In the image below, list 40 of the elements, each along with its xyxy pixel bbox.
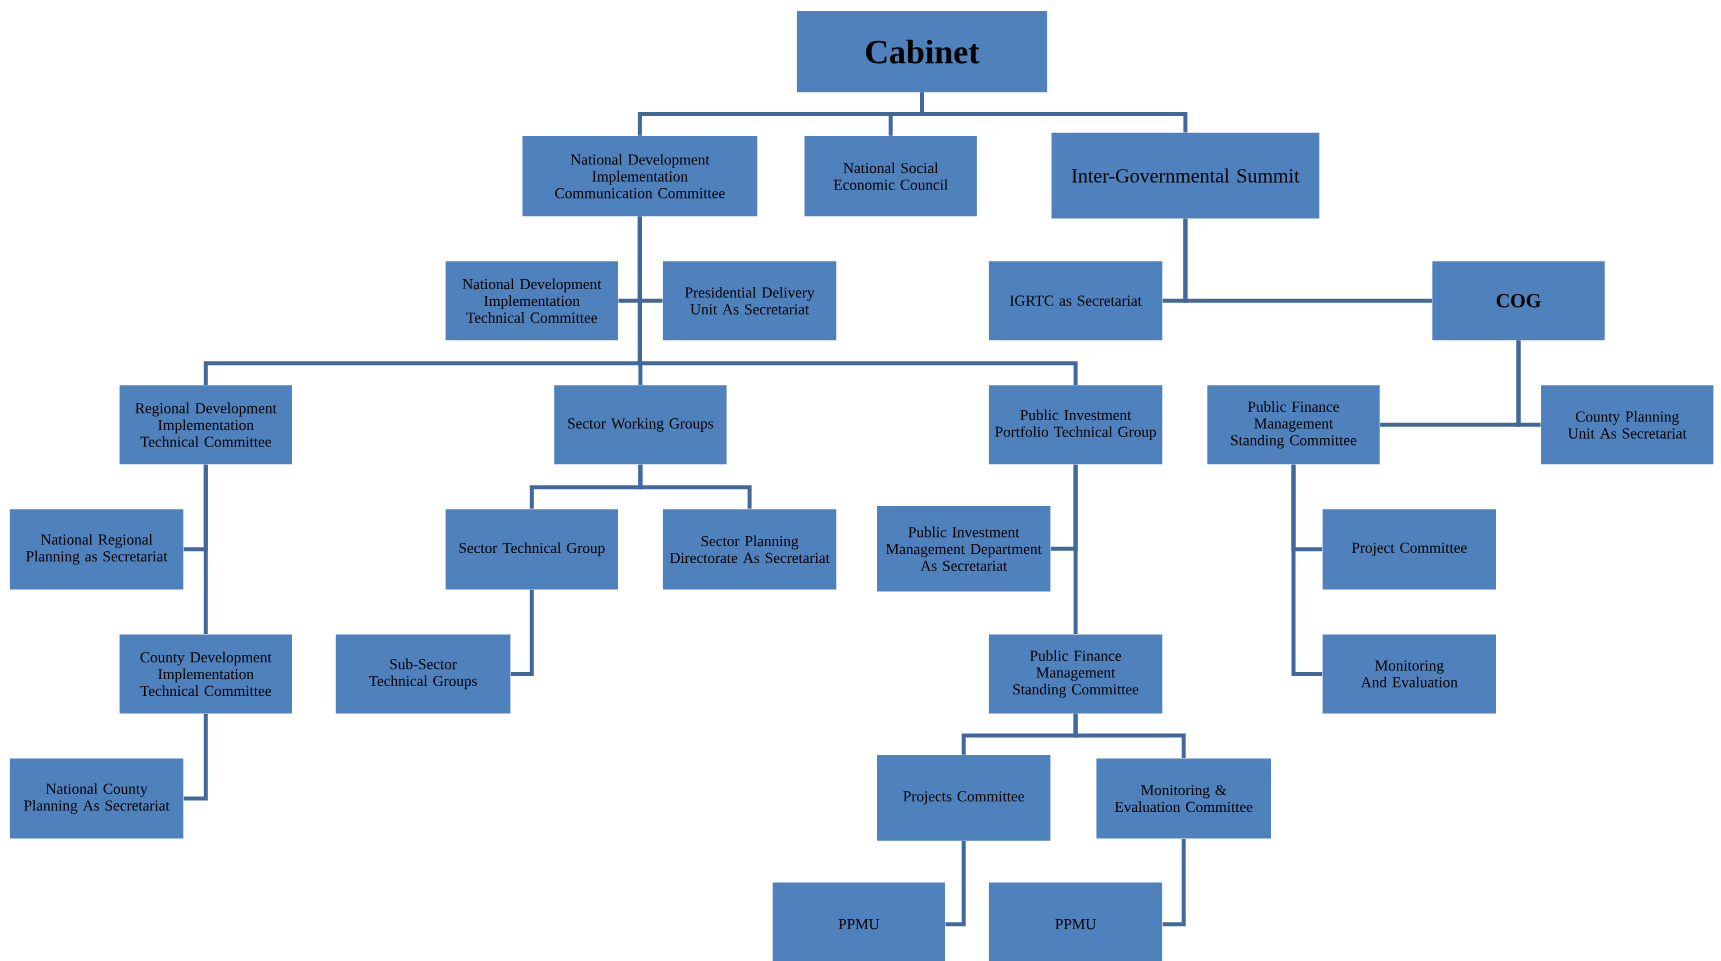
org-box: County Planning Unit As Secretariat	[1541, 385, 1714, 465]
org-box: COG	[1432, 261, 1605, 341]
org-box: Presidential Delivery Unit As Secretariat	[662, 261, 837, 341]
org-box: Monitoring & Evaluation Committee	[1096, 758, 1271, 839]
connector-line	[945, 841, 966, 927]
org-box: National Development Implementation Communication Committee	[522, 136, 758, 217]
connector-line	[1291, 464, 1323, 676]
org-box: PPMU	[772, 882, 946, 961]
org-box: County Development Implementation Technical Committee	[119, 634, 292, 714]
org-box: Sector Working Groups	[554, 385, 727, 465]
org-box: National County Planning As Secretariat	[9, 758, 184, 839]
org-box: Sector Planning Directorate As Secretariat	[662, 509, 837, 590]
connector-line	[637, 216, 1078, 385]
org-box: Regional Development Implementation Technical Committee	[119, 385, 292, 465]
connector-line	[1162, 839, 1186, 927]
connector-line	[203, 464, 208, 634]
org-box: Cabinet	[796, 11, 1048, 93]
org-box: Monitoring And Evaluation	[1322, 634, 1496, 714]
connector-line	[1073, 713, 1186, 758]
connector-line	[638, 464, 752, 509]
connector-line	[183, 713, 208, 801]
org-box: Public Finance Management Standing Committee	[988, 634, 1163, 714]
org-box: National Development Implementation Technical Committee	[445, 261, 618, 341]
connector-line	[1516, 340, 1541, 427]
connector-line	[510, 589, 534, 676]
org-box: National Regional Planning as Secretariat	[9, 509, 184, 590]
org-box: IGRTC as Secretariat	[988, 261, 1163, 341]
connector-line	[920, 92, 1188, 133]
org-box: Public Investment Portfolio Technical Group	[988, 385, 1163, 465]
org-box: Sector Technical Group	[445, 509, 618, 590]
org-box: Public Investment Management Department As Secretariat	[877, 506, 1051, 592]
org-box: Inter-Governmental Summit	[1051, 132, 1320, 219]
org-box: Projects Committee	[877, 755, 1051, 841]
connector-line	[1073, 464, 1078, 634]
connector-line	[1183, 218, 1432, 303]
org-box: Public Finance Management Standing Committee	[1207, 385, 1380, 465]
org-box: PPMU	[988, 882, 1163, 961]
org-box: Project Committee	[1322, 509, 1496, 590]
org-box: National Social Economic Council	[804, 136, 977, 217]
org-box: Sub-Sector Technical Groups	[335, 634, 511, 714]
